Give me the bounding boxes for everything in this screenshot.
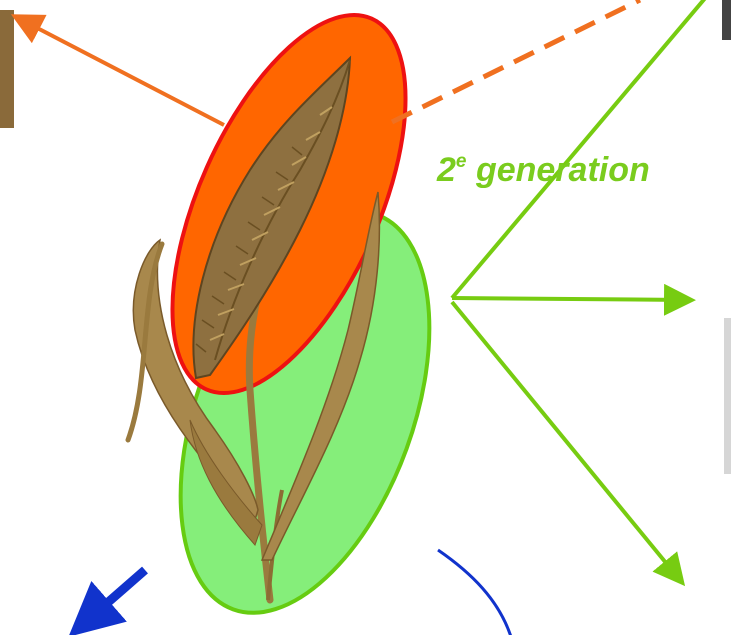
- second-generation-label: 2e generation: [437, 152, 650, 187]
- blue-curved-arrow: [438, 550, 512, 635]
- blue-arrow-downleft: [82, 570, 145, 625]
- label-superscript: e: [456, 151, 467, 172]
- top-right-photo-fragment: [722, 0, 731, 40]
- green-arrow-upright: [452, 0, 712, 298]
- orange-arrow-upleft: [18, 18, 224, 125]
- left-edge-photo-fragment: [0, 10, 14, 128]
- green-arrow-right: [452, 298, 688, 300]
- green-arrow-downright: [452, 302, 680, 580]
- label-text: generation: [467, 151, 650, 189]
- label-number: 2: [437, 151, 456, 189]
- orange-dashed-arrow: [392, 0, 640, 122]
- right-edge-photo-fragment: [724, 318, 731, 474]
